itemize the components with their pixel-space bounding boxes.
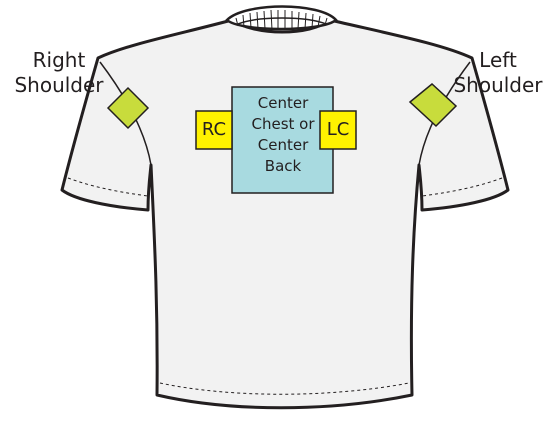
rc-label: RC xyxy=(196,115,232,145)
center-label-line-3: Center xyxy=(233,135,333,156)
left-shoulder-label: Left Shoulder xyxy=(438,48,558,98)
center-label-line-1: Center xyxy=(233,93,333,114)
right-shoulder-label: Right Shoulder xyxy=(0,48,118,98)
left-shoulder-label-line-2: Shoulder xyxy=(438,73,558,98)
center-chest-label: Center Chest or Center Back xyxy=(233,93,333,177)
right-shoulder-label-line-2: Shoulder xyxy=(0,73,118,98)
right-shoulder-label-line-1: Right xyxy=(0,48,118,73)
center-label-line-2: Chest or xyxy=(233,114,333,135)
lc-label: LC xyxy=(320,115,356,145)
left-shoulder-label-line-1: Left xyxy=(438,48,558,73)
center-label-line-4: Back xyxy=(233,156,333,177)
